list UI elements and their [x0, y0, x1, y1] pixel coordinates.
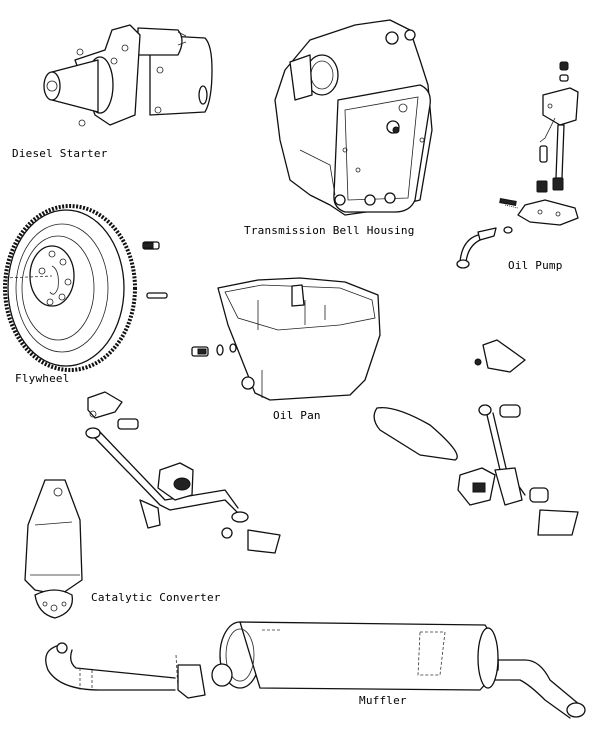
left-engine-mount-drawing [85, 391, 281, 554]
label-flywheel: Flywheel [15, 372, 70, 385]
front-exhaust-pipe-drawing [45, 642, 206, 699]
label-muffler: Muffler [359, 694, 407, 707]
label-catalytic-converter: Catalytic Converter [91, 591, 221, 604]
label-transmission-bell-housing: Transmission Bell Housing [244, 224, 415, 237]
muffler-drawing [211, 621, 586, 719]
diesel-starter-drawing [43, 24, 213, 127]
label-diesel-starter: Diesel Starter [12, 147, 108, 160]
label-oil-pan: Oil Pan [273, 409, 321, 422]
label-oil-pump: Oil Pump [508, 259, 563, 272]
flywheel-drawing [3, 204, 168, 372]
catalytic-converter-drawing [24, 479, 83, 619]
oil-pump-drawing [456, 61, 579, 269]
right-engine-mount-drawing [373, 339, 579, 536]
transmission-bell-housing-drawing [274, 19, 433, 216]
oil-pan-drawing [191, 277, 381, 401]
